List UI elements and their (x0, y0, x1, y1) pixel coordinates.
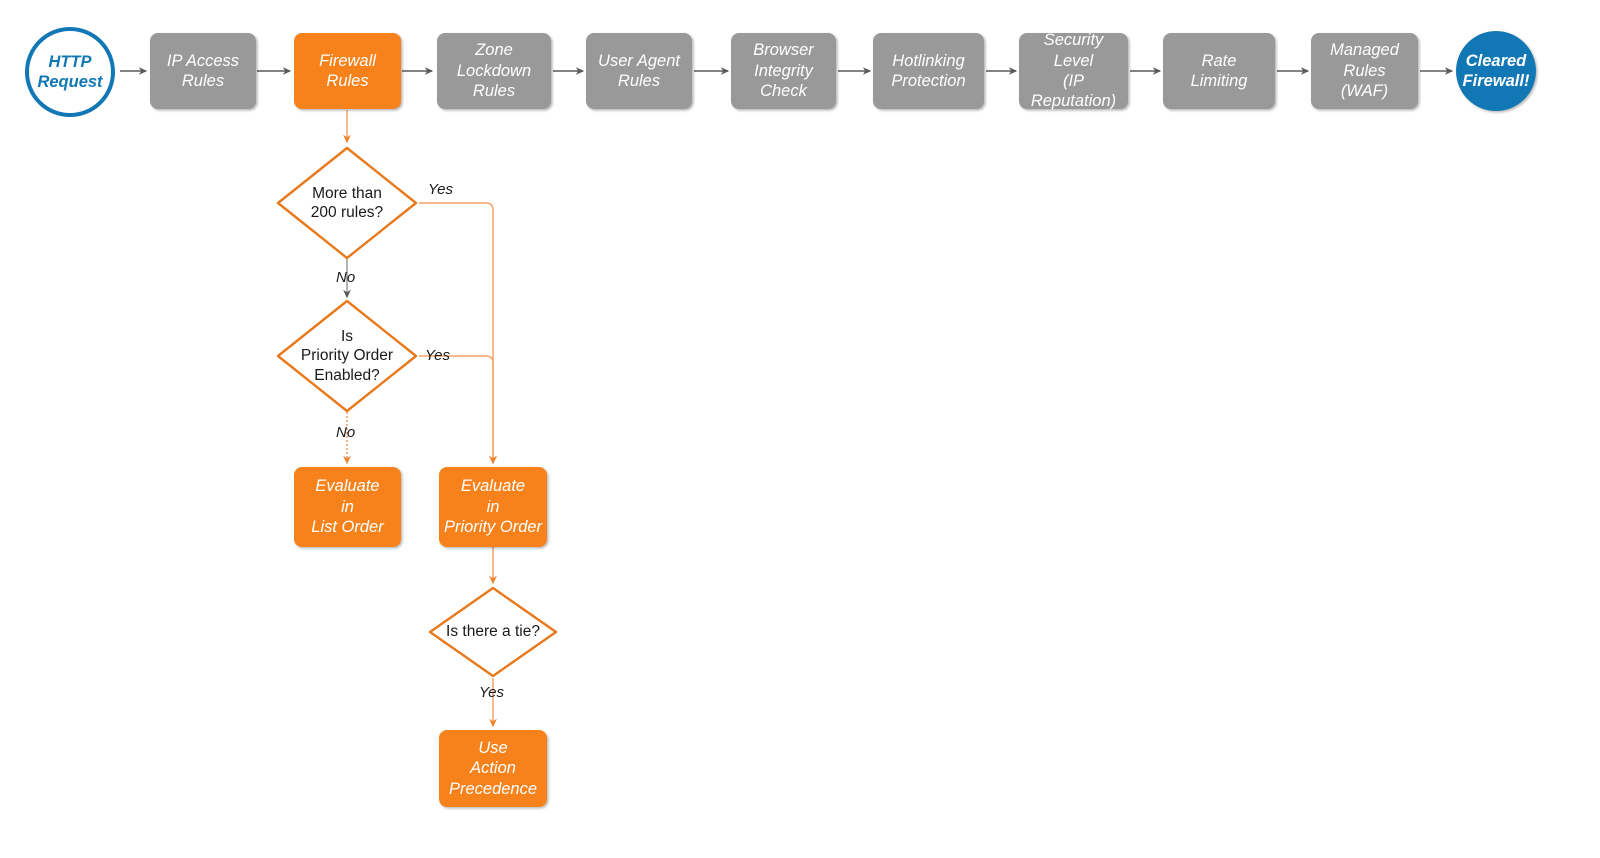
edge-label-more-than-200-no: No (336, 269, 356, 286)
node-ip-access-rules[interactable]: IP Access Rules (150, 33, 256, 109)
edge-label-more-than-200-yes: Yes (428, 181, 454, 198)
decision-is-there-a-tie-label: Is there a tie? (446, 623, 540, 641)
node-use-action-precedence[interactable]: Use Action Precedence (439, 730, 547, 807)
edge-label-priority-order-no: No (336, 424, 356, 441)
node-browser-integrity-check[interactable]: Browser Integrity Check (731, 33, 836, 109)
node-ip-access-rules-label: IP Access Rules (166, 51, 240, 90)
node-hotlinking-protection-label: Hotlinking Protection (891, 51, 966, 90)
node-evaluate-in-list-order[interactable]: Evaluate in List Order (294, 467, 401, 547)
node-firewall-rules[interactable]: Firewall Rules (294, 33, 401, 109)
decision-is-priority-order-enabled-label: Is Priority Order Enabled? (300, 327, 394, 384)
node-user-agent-rules[interactable]: User Agent Rules (586, 33, 692, 109)
decision-more-than-200-rules[interactable]: More than 200 rules? (275, 145, 419, 261)
node-managed-rules-waf[interactable]: Managed Rules (WAF) (1311, 33, 1418, 109)
edge-more-than-200-yes (419, 202, 497, 465)
node-user-agent-rules-label: User Agent Rules (598, 51, 680, 90)
node-security-level-label: Security Level (IP Reputation) (1030, 31, 1117, 111)
edge-priority-order-yes (419, 355, 497, 465)
diamond-shape (276, 146, 418, 260)
decision-is-priority-order-enabled[interactable]: Is Priority Order Enabled? (275, 298, 419, 414)
node-rate-limiting[interactable]: Rate Limiting (1163, 33, 1275, 109)
node-rate-limiting-label: Rate Limiting (1190, 51, 1248, 90)
decision-more-than-200-rules-label: More than 200 rules? (310, 184, 384, 221)
diamond-shape (428, 586, 558, 678)
node-zone-lockdown-rules[interactable]: Zone Lockdown Rules (437, 33, 551, 109)
node-cleared-firewall[interactable]: Cleared Firewall! (1456, 31, 1536, 111)
node-evaluate-in-priority-order-label: Evaluate in Priority Order (443, 477, 543, 537)
node-security-level[interactable]: Security Level (IP Reputation) (1019, 31, 1128, 111)
decision-is-there-a-tie[interactable]: Is there a tie? (427, 585, 559, 679)
edge-label-tie-yes: Yes (479, 684, 505, 701)
node-http-request[interactable]: HTTP Request (25, 27, 115, 117)
node-evaluate-in-list-order-label: Evaluate in List Order (311, 477, 384, 537)
node-http-request-label: HTTP Request (37, 52, 103, 91)
node-cleared-firewall-label: Cleared Firewall! (1462, 51, 1530, 90)
node-evaluate-in-priority-order[interactable]: Evaluate in Priority Order (439, 467, 547, 547)
node-managed-rules-waf-label: Managed Rules (WAF) (1330, 41, 1399, 101)
node-use-action-precedence-label: Use Action Precedence (448, 738, 538, 798)
node-browser-integrity-check-label: Browser Integrity Check (753, 41, 814, 101)
node-hotlinking-protection[interactable]: Hotlinking Protection (873, 33, 984, 109)
node-firewall-rules-label: Firewall Rules (319, 51, 376, 90)
node-zone-lockdown-rules-label: Zone Lockdown Rules (456, 41, 532, 101)
diamond-shape (276, 299, 418, 413)
edge-label-priority-order-yes: Yes (425, 347, 451, 364)
